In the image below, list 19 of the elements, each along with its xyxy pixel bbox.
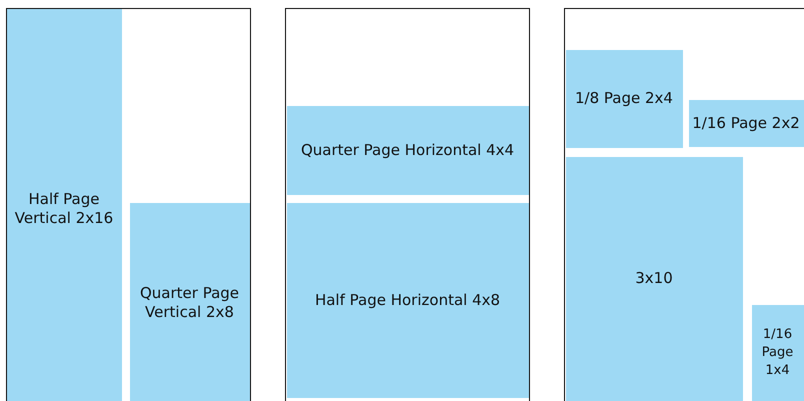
ad-size-label: Quarter Page Horizontal 4x4 [300,140,516,160]
ad-size-label: Half Page Vertical 2x16 [14,190,114,228]
page-outline [285,8,530,401]
ad-space-block [752,304,804,400]
ad-space-block [688,100,804,146]
ad-space-block [566,156,742,400]
ad-size-label: Quarter Page Vertical 2x8 [138,284,240,322]
ad-size-label: 3x10 [634,269,674,288]
ad-size-label: 1/16 Page 1x4 [760,326,794,380]
ad-size-label: Half Page Horizontal 4x8 [314,290,502,310]
ad-space-block [130,202,250,401]
ad-space-block [566,50,682,148]
page-outline [6,8,251,401]
ad-space-block [286,106,528,194]
ad-size-label: 1/8 Page 2x4 [574,89,674,108]
ad-size-label: 1/16 Page 2x2 [691,114,801,132]
page-outline [564,8,804,401]
ad-space-block [6,8,122,401]
ad-space-block [286,202,528,398]
